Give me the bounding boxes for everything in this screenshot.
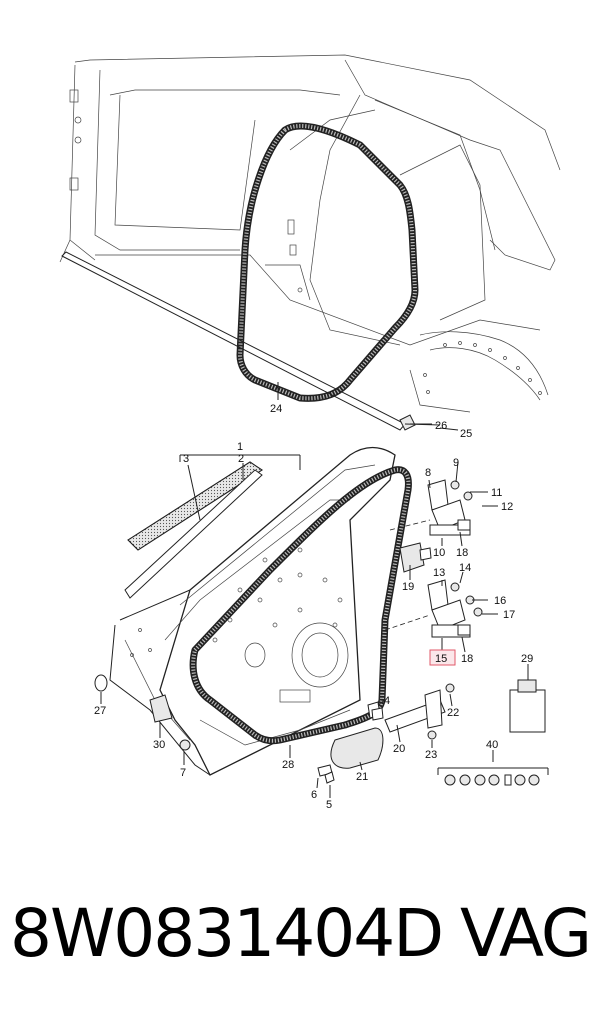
lower-hinge bbox=[384, 579, 483, 638]
callout-3: 3 bbox=[183, 453, 189, 465]
part-number: 8W0831404D bbox=[10, 895, 444, 972]
callout-bracket-1 bbox=[179, 454, 301, 470]
exploded-parts-diagram: 1 2 3 4 5 6 7 8 9 10 11 12 13 14 15 16 1… bbox=[59, 54, 561, 811]
callout-10: 10 bbox=[433, 547, 445, 559]
callout-30: 30 bbox=[153, 739, 165, 751]
callout-18-lower: 18 bbox=[461, 653, 473, 665]
callout-21: 21 bbox=[356, 771, 368, 783]
callout-22: 22 bbox=[447, 707, 459, 719]
callout-6: 6 bbox=[311, 789, 317, 801]
callout-25: 25 bbox=[460, 428, 472, 440]
callout-19: 19 bbox=[402, 581, 414, 593]
callout-18-upper: 18 bbox=[456, 547, 468, 559]
cap-and-plug bbox=[94, 674, 173, 723]
upper-hinge bbox=[389, 479, 473, 536]
callout-20: 20 bbox=[393, 743, 405, 755]
window-frame-trim bbox=[124, 461, 263, 599]
callout-12: 12 bbox=[501, 501, 513, 513]
door-check-strap bbox=[367, 683, 455, 740]
callout-29: 29 bbox=[521, 653, 533, 665]
callout-13: 13 bbox=[433, 567, 445, 579]
callout-27: 27 bbox=[94, 705, 106, 717]
callout-5: 5 bbox=[326, 799, 332, 811]
body-side-frame bbox=[59, 54, 561, 413]
callout-2: 2 bbox=[238, 453, 244, 465]
callout-16: 16 bbox=[494, 595, 506, 607]
door-seal bbox=[189, 466, 412, 745]
callout-17: 17 bbox=[503, 609, 515, 621]
screw-set bbox=[437, 767, 549, 786]
callout-1: 1 bbox=[237, 441, 243, 453]
frame-holes bbox=[69, 89, 542, 395]
fasteners-lower bbox=[179, 707, 384, 784]
callout-9: 9 bbox=[453, 457, 459, 469]
door-opening-seal bbox=[236, 122, 419, 402]
callout-4: 4 bbox=[384, 695, 390, 707]
brand-name: VAG bbox=[460, 895, 592, 972]
callout-11: 11 bbox=[491, 487, 502, 499]
callout-40: 40 bbox=[486, 739, 498, 751]
sealant-bottle bbox=[509, 679, 546, 733]
wiring-grommet bbox=[399, 542, 432, 573]
callout-15-highlight bbox=[429, 649, 456, 666]
callout-26: 26 bbox=[435, 420, 447, 432]
sill-trim-strip bbox=[61, 251, 441, 431]
callout-24: 24 bbox=[270, 403, 282, 415]
callout-28: 28 bbox=[282, 759, 294, 771]
callout-labels: 1 2 3 4 5 6 7 8 9 10 11 12 13 14 15 16 1… bbox=[94, 403, 533, 811]
callout-23: 23 bbox=[425, 749, 437, 761]
callout-7: 7 bbox=[180, 767, 186, 779]
door-handle-cover bbox=[330, 727, 384, 769]
door-panel-holes bbox=[130, 547, 349, 703]
callout-8: 8 bbox=[425, 467, 431, 479]
callout-15: 15 bbox=[435, 653, 447, 665]
callout-14: 14 bbox=[459, 562, 471, 574]
